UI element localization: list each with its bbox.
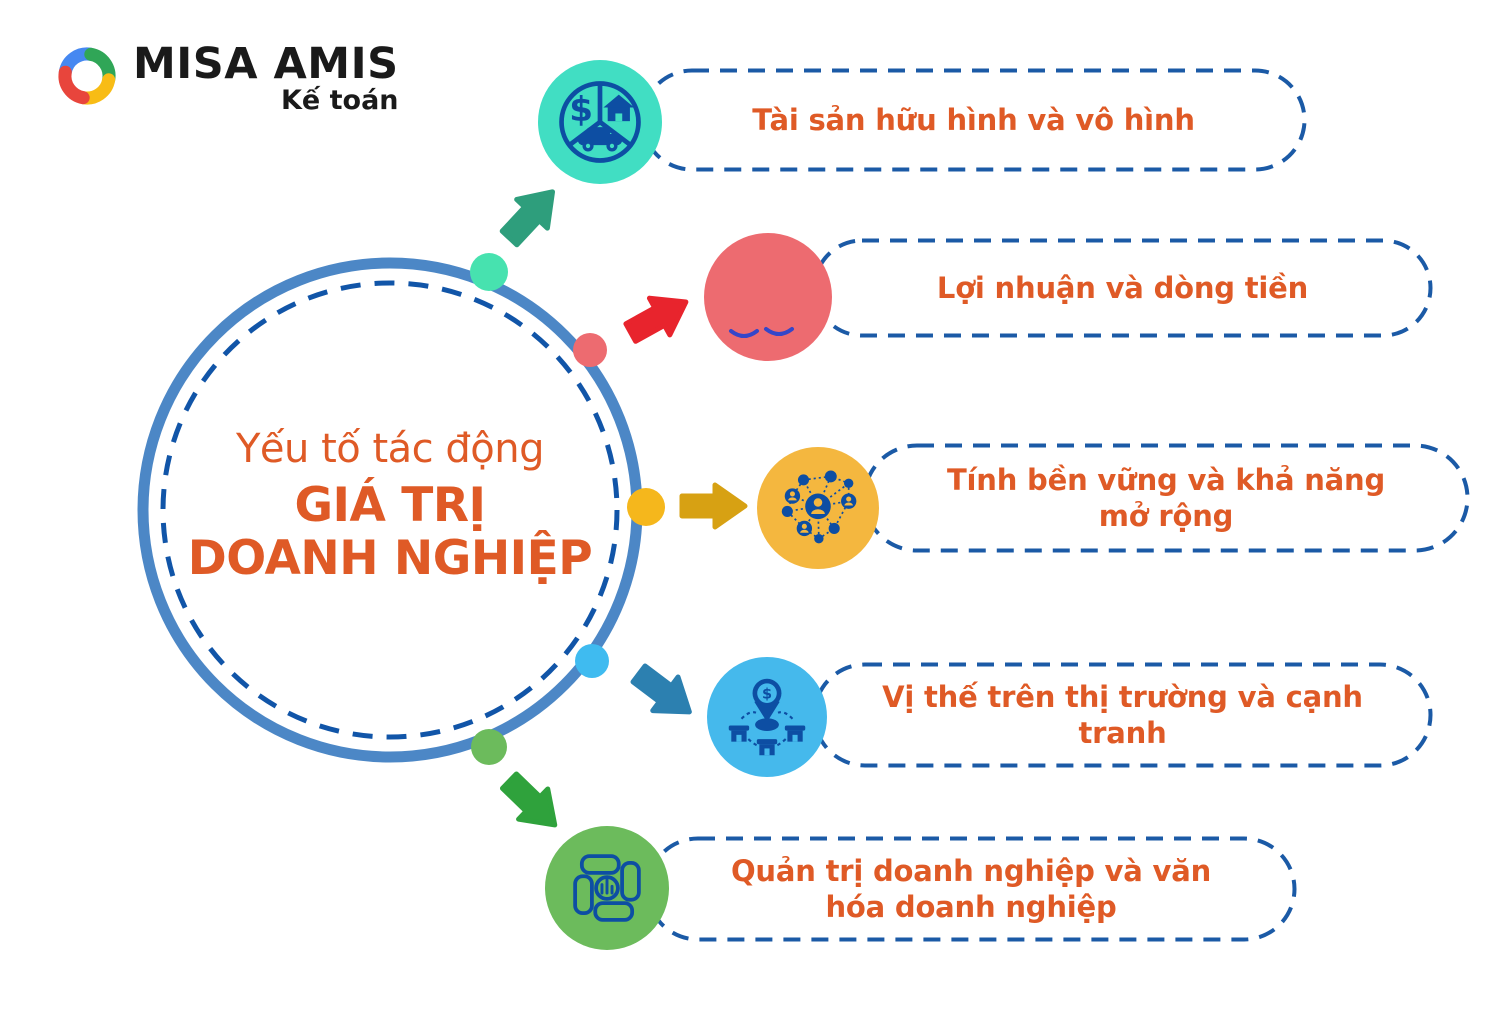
center-ring-dashed bbox=[160, 280, 620, 740]
assets-wheel-icon: $ bbox=[559, 81, 641, 163]
branch-icon-profit bbox=[704, 233, 832, 361]
connector-dot-assets bbox=[470, 253, 508, 291]
connector-dot-profit bbox=[573, 333, 607, 367]
market-position-icon: $ bbox=[728, 678, 806, 756]
svg-text:$: $ bbox=[569, 90, 593, 130]
misa-amis-logo: MISA AMIS Kế toán bbox=[55, 39, 399, 117]
branch-label-scalability: Tính bền vững và khả năng mở rộng bbox=[946, 462, 1386, 533]
connector-dot-scalability bbox=[627, 488, 665, 526]
connector-arrow-market bbox=[630, 663, 692, 715]
label-pill-assets: Tài sản hữu hình và vô hình bbox=[640, 68, 1307, 172]
branch-label-governance: Quản trị doanh nghiệp và văn hóa doanh n… bbox=[730, 853, 1212, 924]
branch-label-market: Vị thế trên thị trường và cạnh tranh bbox=[882, 679, 1363, 750]
connector-dot-market bbox=[575, 644, 609, 678]
teamwork-hands-icon bbox=[573, 854, 641, 922]
connector-arrow-assets bbox=[499, 189, 556, 248]
connector-arrow-scalability bbox=[679, 482, 748, 530]
label-pill-market: Vị thế trên thị trường và cạnh tranh bbox=[812, 662, 1433, 768]
brand-subtitle: Kế toán bbox=[281, 85, 399, 117]
connector-arrow-profit bbox=[623, 295, 689, 344]
center-subtitle: Yếu tố tác động bbox=[236, 426, 545, 472]
profit-circle-icon bbox=[729, 327, 794, 338]
label-pill-profit: Lợi nhuận và dòng tiền bbox=[812, 238, 1433, 338]
branch-label-profit: Lợi nhuận và dòng tiền bbox=[936, 270, 1309, 305]
branch-icon-assets: $ bbox=[538, 60, 662, 184]
brand-name: MISA AMIS bbox=[133, 39, 399, 89]
branch-icon-governance bbox=[545, 826, 669, 950]
branch-icon-market: $ bbox=[707, 657, 827, 777]
network-people-icon bbox=[781, 470, 857, 544]
svg-text:$: $ bbox=[762, 686, 772, 702]
center-title-line2: DOANH NGHIỆP bbox=[187, 530, 593, 586]
center-title-line1: GIÁ TRỊ bbox=[294, 478, 486, 533]
center-title-block: Yếu tố tác động GIÁ TRỊ DOANH NGHIỆP bbox=[165, 426, 615, 585]
label-pill-scalability: Tính bền vững và khả năng mở rộng bbox=[862, 443, 1470, 553]
misa-swirl-icon bbox=[58, 47, 116, 105]
connector-dot-governance bbox=[471, 729, 507, 765]
label-pill-governance: Quản trị doanh nghiệp và văn hóa doanh n… bbox=[645, 836, 1297, 942]
connector-arrow-governance bbox=[499, 771, 558, 828]
branch-icon-scalability bbox=[757, 447, 879, 569]
branch-label-assets: Tài sản hữu hình và vô hình bbox=[752, 102, 1195, 137]
store-glyphs bbox=[728, 725, 806, 756]
